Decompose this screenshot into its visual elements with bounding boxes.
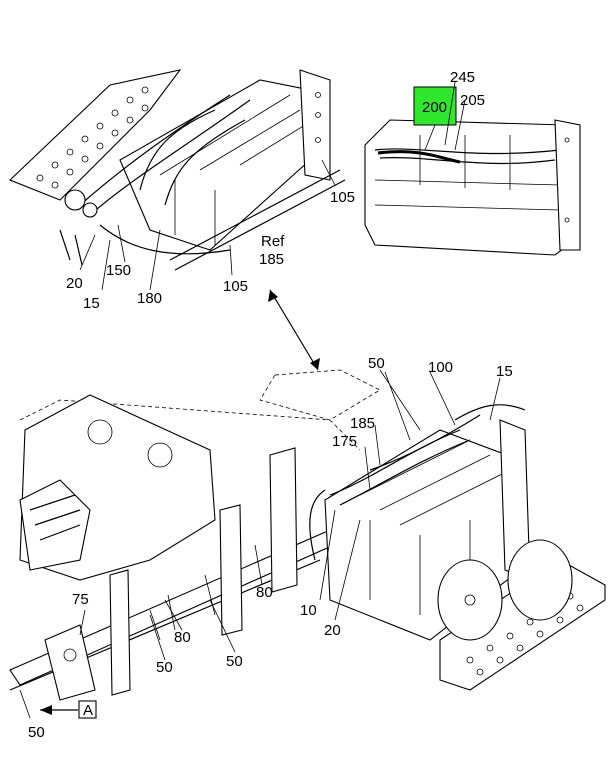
callout-105-b[interactable]: 105: [223, 278, 248, 295]
callout-20-a[interactable]: 20: [66, 275, 83, 292]
callout-75[interactable]: 75: [72, 591, 89, 608]
callout-labels: 245 200 205 105 Ref 185 20 150 15 180 10…: [28, 69, 513, 741]
callout-185-b[interactable]: 185: [350, 415, 375, 432]
callout-15-b[interactable]: 15: [496, 363, 513, 380]
callout-50-c[interactable]: 50: [226, 653, 243, 670]
callout-180[interactable]: 180: [137, 290, 162, 307]
view-link-arrow: [268, 289, 320, 371]
callout-ref: Ref: [261, 233, 285, 250]
callout-105-a[interactable]: 105: [330, 189, 355, 206]
chassis-assembly: [9, 369, 606, 719]
callout-80-b[interactable]: 80: [174, 629, 191, 646]
callout-185-a[interactable]: 185: [259, 251, 284, 268]
callout-80-a[interactable]: 80: [256, 584, 273, 601]
callout-20-b[interactable]: 20: [324, 622, 341, 639]
callout-205[interactable]: 205: [460, 92, 485, 109]
top-right-assembly: [364, 81, 581, 256]
view-a-label[interactable]: A: [83, 702, 93, 719]
callout-50-b[interactable]: 50: [156, 659, 173, 676]
callout-150[interactable]: 150: [106, 262, 131, 279]
view-a-box[interactable]: [78, 700, 97, 719]
top-left-assembly: [8, 69, 346, 291]
callout-15-a[interactable]: 15: [83, 295, 100, 312]
callout-50-d[interactable]: 50: [28, 724, 45, 741]
callout-175[interactable]: 175: [332, 433, 357, 450]
callout-100[interactable]: 100: [428, 359, 453, 376]
callout-10[interactable]: 10: [300, 602, 317, 619]
callout-200[interactable]: 200: [422, 99, 447, 116]
callout-245[interactable]: 245: [450, 69, 475, 86]
callout-50-a[interactable]: 50: [368, 355, 385, 372]
